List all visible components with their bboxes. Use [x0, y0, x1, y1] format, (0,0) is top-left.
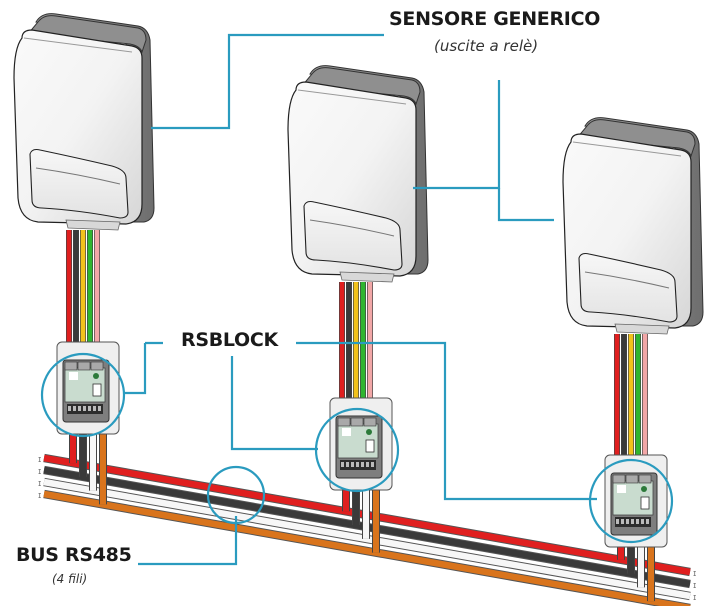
sensor-subtitle-label: (uscite a relè) [434, 37, 539, 55]
bus-wire-end-marker: ɪ [38, 479, 41, 489]
rsblock-terminal [78, 406, 81, 411]
rsblock-dip-switch [92, 383, 102, 397]
sensor-3 [562, 117, 704, 335]
rsblock-clip [337, 417, 351, 427]
rsblock-dip-switch [640, 496, 650, 510]
rsblock-led-icon [366, 429, 372, 435]
rsblock-callout-circle [40, 352, 126, 438]
rsblock-terminal [371, 462, 374, 467]
rsblock-3 [604, 454, 668, 548]
rsblock-terminal [626, 519, 629, 524]
sensor-top [576, 119, 696, 158]
rsblock-clip [363, 417, 377, 427]
rsblock-label-area [342, 428, 351, 436]
sensor-lens-edge [35, 167, 121, 185]
rsblock-terminal [73, 406, 76, 411]
leader-line [138, 516, 238, 566]
rsblock-terminal [356, 462, 359, 467]
leader-line [230, 356, 318, 451]
bus-callout-circle [206, 465, 266, 525]
bus-wire-end-marker: ɪ [693, 569, 696, 579]
rsblock-terminal [616, 519, 619, 524]
sensor-cable-collar [614, 323, 670, 335]
sensor-face-edge [297, 89, 407, 105]
rsblock-callout-circle [314, 407, 400, 493]
rsblock-clip [638, 474, 652, 484]
leader-line [124, 343, 147, 395]
bus-title-label: BUS RS485 [16, 544, 132, 566]
rsblock-callout-circle [588, 458, 674, 544]
rsblock-clip [77, 361, 91, 371]
sensor-face-edge [23, 37, 133, 53]
rsblock-terminal [621, 519, 624, 524]
rsblock-terminal [88, 406, 91, 411]
bus-wire-orange [43, 490, 691, 606]
rsblock-modules-group [56, 341, 668, 548]
rsblock-terminal [646, 519, 649, 524]
sensor-lens [29, 148, 129, 219]
bus-wire-end-marker: ɪ [38, 467, 41, 477]
bus-subtitle-label: (4 fili) [52, 572, 88, 586]
leader-line [497, 188, 554, 222]
rsblock-terminal [68, 406, 71, 411]
rsblock-label: RSBLOCK [181, 329, 278, 351]
rsblock-terminal [98, 406, 101, 411]
rsblock-terminal [93, 406, 96, 411]
sensor-2 [287, 65, 429, 283]
rsblock-label-area [69, 372, 78, 380]
sensor-face-edge [572, 141, 682, 157]
rsblock-2 [329, 397, 393, 491]
sensor-top [301, 67, 421, 106]
bus-wire-end-marker: ɪ [38, 455, 41, 465]
leader-line [151, 33, 384, 130]
rsblock-terminal [346, 462, 349, 467]
rsblock-clip [612, 474, 626, 484]
rsblock-clip [64, 361, 78, 371]
rsblock-led-icon [641, 486, 647, 492]
rsblock-1 [56, 341, 120, 435]
sensors-group [13, 13, 704, 335]
rsblock-terminal [341, 462, 344, 467]
rsblock-clip [90, 361, 104, 371]
rsblock-clip [350, 417, 364, 427]
rsblock-terminal [636, 519, 639, 524]
rsblock-terminal [631, 519, 634, 524]
bus-wire-end-marker: ɪ [693, 581, 696, 591]
sensor-lens [578, 252, 678, 323]
sensor-title-label: SENSORE GENERICO [389, 8, 601, 30]
rsblock-terminal [351, 462, 354, 467]
rsblock-led-icon [93, 373, 99, 379]
leader-line [296, 341, 597, 501]
rsblock-terminal [641, 519, 644, 524]
sensor-lens-edge [584, 271, 670, 289]
rsblock-clip [625, 474, 639, 484]
rsblock-label-area [617, 485, 626, 493]
sensor-lens [303, 200, 403, 271]
bus-wire-end-marker: ɪ [38, 491, 41, 501]
sensor-1 [13, 13, 155, 231]
sensor-lens-edge [309, 219, 395, 237]
rsblock-dip-switch [365, 439, 375, 453]
sensor-cable-collar [65, 219, 121, 231]
leader-lines [40, 33, 674, 566]
bus-wire-white [43, 478, 691, 600]
bus-wire-end-marker: ɪ [693, 593, 696, 603]
rsblock-terminal [366, 462, 369, 467]
sensor-top [27, 15, 147, 54]
rsblock-terminal [361, 462, 364, 467]
rsblock-terminal [83, 406, 86, 411]
sensor-cable-collar [339, 271, 395, 283]
